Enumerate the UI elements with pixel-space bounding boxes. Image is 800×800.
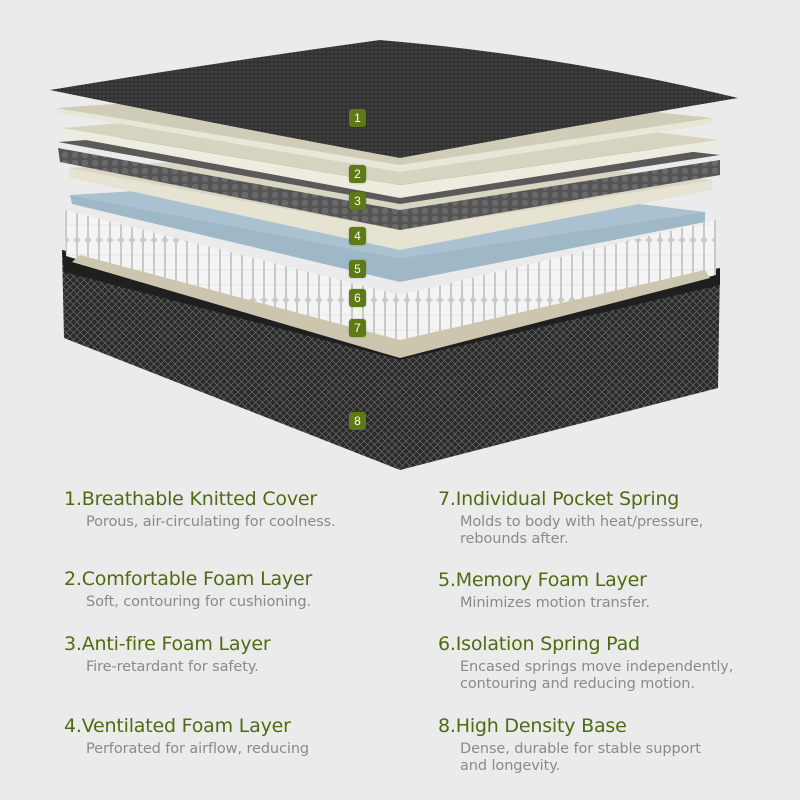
layer-badge-5: 5 bbox=[349, 260, 366, 278]
mattress-layers-illustration bbox=[50, 40, 738, 470]
layer-6-isolation-pad bbox=[70, 195, 705, 282]
feature-isolation-pad: 6.Isolation Spring Pad Encased springs m… bbox=[438, 632, 733, 693]
layer-badge-6: 6 bbox=[349, 289, 366, 307]
feature-desc: Fire-retardant for safety. bbox=[86, 659, 259, 675]
feature-title: 6.Isolation Spring Pad bbox=[438, 633, 640, 655]
layer-badge-1: 1 bbox=[349, 109, 366, 127]
feature-title: 3.Anti-fire Foam Layer bbox=[64, 633, 271, 655]
feature-desc: Encased springs move independently, cont… bbox=[460, 659, 734, 692]
feature-ventilated-foam: 4.Ventilated Foam Layer Perforated for a… bbox=[64, 714, 309, 758]
layer-2-comfort-foam bbox=[56, 108, 712, 172]
feature-desc: Perforated for airflow, reducing bbox=[86, 741, 310, 757]
feature-title: 2.Comfortable Foam Layer bbox=[64, 568, 313, 590]
layer-badge-8: 8 bbox=[349, 412, 366, 430]
feature-desc: Dense, durable for stable support and lo… bbox=[460, 741, 701, 774]
layer-7-springs bbox=[64, 210, 716, 358]
feature-desc: Porous, air-circulating for coolness. bbox=[86, 514, 336, 530]
feature-anti-fire-foam: 3.Anti-fire Foam Layer Fire-retardant fo… bbox=[64, 632, 271, 676]
feature-title: 5.Memory Foam Layer bbox=[438, 569, 647, 591]
feature-desc: Minimizes motion transfer. bbox=[460, 595, 650, 611]
feature-pocket-spring: 7.Individual Pocket Spring Molds to body… bbox=[438, 487, 703, 548]
layer-badge-3: 3 bbox=[349, 192, 366, 210]
layer-1-knitted-cover bbox=[50, 40, 738, 158]
feature-memory-foam: 5.Memory Foam Layer Minimizes motion tra… bbox=[438, 568, 650, 612]
layer-3-anti-fire-foam bbox=[62, 128, 718, 198]
feature-title: 1.Breathable Knitted Cover bbox=[64, 488, 317, 510]
feature-desc: Soft, contouring for cushioning. bbox=[86, 594, 311, 610]
feature-title: 7.Individual Pocket Spring bbox=[438, 488, 680, 510]
feature-high-density-base: 8.High Density Base Dense, durable for s… bbox=[438, 714, 701, 775]
feature-comfort-foam: 2.Comfortable Foam Layer Soft, contourin… bbox=[64, 567, 312, 611]
feature-desc: Molds to body with heat/pressure, reboun… bbox=[460, 514, 704, 547]
feature-knitted-cover: 1.Breathable Knitted Cover Porous, air-c… bbox=[64, 487, 336, 531]
layer-5-memory-foam bbox=[68, 168, 712, 250]
layer-badge-4: 4 bbox=[349, 227, 366, 245]
layer-badge-7: 7 bbox=[349, 319, 366, 337]
layer-badge-2: 2 bbox=[349, 165, 366, 183]
layer-4-ventilated-foam bbox=[58, 148, 720, 230]
feature-title: 8.High Density Base bbox=[438, 715, 627, 737]
feature-title: 4.Ventilated Foam Layer bbox=[64, 715, 291, 737]
